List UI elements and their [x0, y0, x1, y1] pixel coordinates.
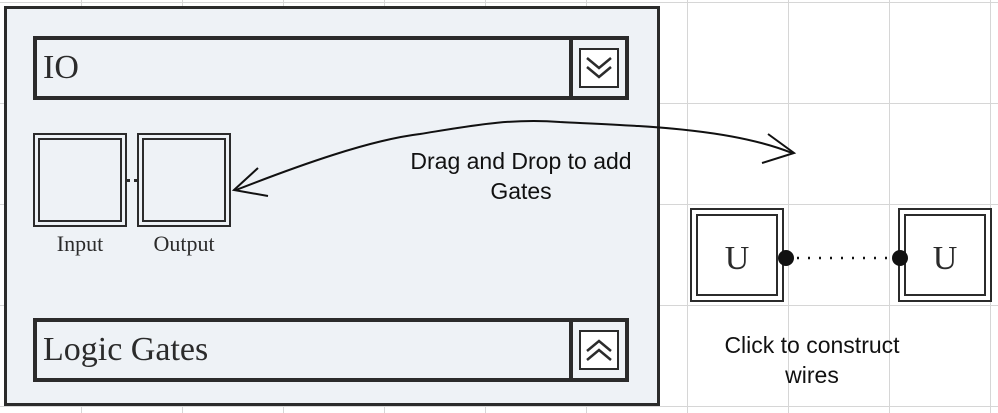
- wire-node-right-label: U: [932, 240, 958, 277]
- drag-arrow-curve: [235, 119, 793, 191]
- io-section-header[interactable]: IO: [33, 36, 629, 100]
- double-chevron-down-icon: [579, 48, 619, 88]
- logic-gates-expand-toggle[interactable]: [569, 322, 625, 378]
- wire-node-right[interactable]: U: [898, 208, 992, 302]
- arrow-head-right: [761, 133, 797, 164]
- wire-node-left[interactable]: U: [690, 208, 784, 302]
- input-gate-tile[interactable]: [33, 133, 127, 227]
- output-gate-tile[interactable]: [137, 133, 231, 227]
- io-collapse-toggle[interactable]: [569, 40, 625, 96]
- io-connector: [127, 179, 137, 182]
- input-gate-label: Input: [56, 231, 104, 256]
- logic-gates-section-header[interactable]: Logic Gates: [33, 318, 629, 382]
- wire-endpoint-left: [778, 250, 794, 266]
- arrow-head-left: [231, 167, 269, 197]
- io-section-title: IO: [43, 49, 79, 86]
- construct-wires-hint: Click to construct wires: [724, 332, 900, 388]
- double-chevron-up-icon: [579, 330, 619, 370]
- logic-gates-section-title: Logic Gates: [43, 331, 209, 368]
- wire-node-left-label: U: [724, 240, 750, 277]
- wire-endpoint-right: [892, 250, 908, 266]
- output-gate-label: Output: [153, 231, 215, 256]
- gate-palette-panel: IO Input Output Logic Gates: [4, 6, 660, 406]
- drag-drop-hint: Drag and Drop to add Gates: [410, 148, 632, 204]
